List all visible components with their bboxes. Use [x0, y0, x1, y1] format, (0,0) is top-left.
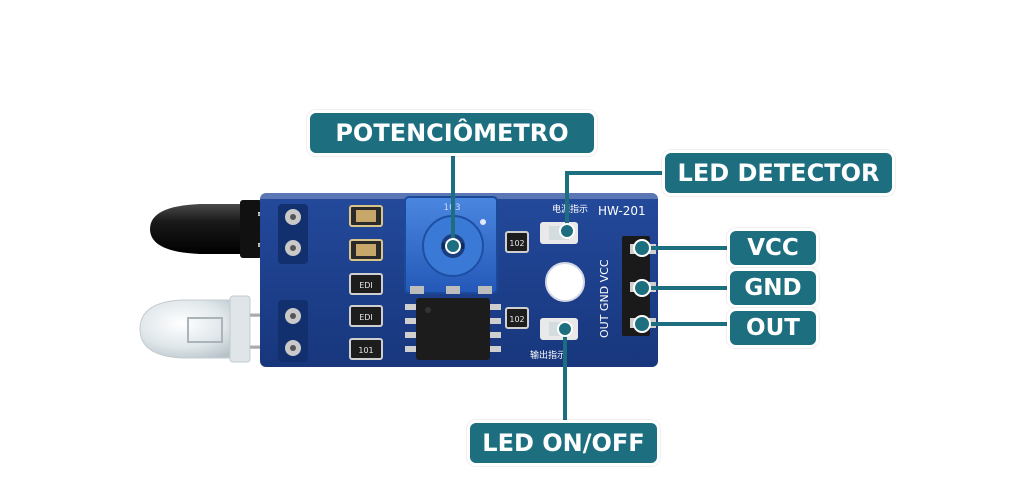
- mounting-hole: [546, 263, 584, 301]
- silk-pin-labels: OUT GND VCC: [598, 259, 611, 338]
- label-gnd: GND: [727, 268, 819, 308]
- pcb-board: EDI EDI 101 103: [260, 193, 658, 367]
- comparator-ic: [405, 298, 501, 360]
- silk-output-indicator: 输出指示: [530, 349, 566, 361]
- label-vcc: VCC: [727, 228, 819, 268]
- chip-label-101: 101: [358, 346, 373, 355]
- label-potentiometer: POTENCIÔMETRO: [307, 110, 597, 156]
- silk-power-indicator: 电源指示: [552, 203, 588, 215]
- label-out: OUT: [727, 308, 819, 348]
- resistor-bottom-label: 102: [509, 315, 524, 324]
- board-model: HW-201: [598, 204, 646, 218]
- label-led-detector: LED DETECTOR: [662, 150, 895, 196]
- chip-label-edi-1: EDI: [359, 281, 373, 290]
- resistor-top-label: 102: [509, 239, 524, 248]
- label-led-onoff: LED ON/OFF: [467, 420, 660, 466]
- chip-label-edi-2: EDI: [359, 313, 373, 322]
